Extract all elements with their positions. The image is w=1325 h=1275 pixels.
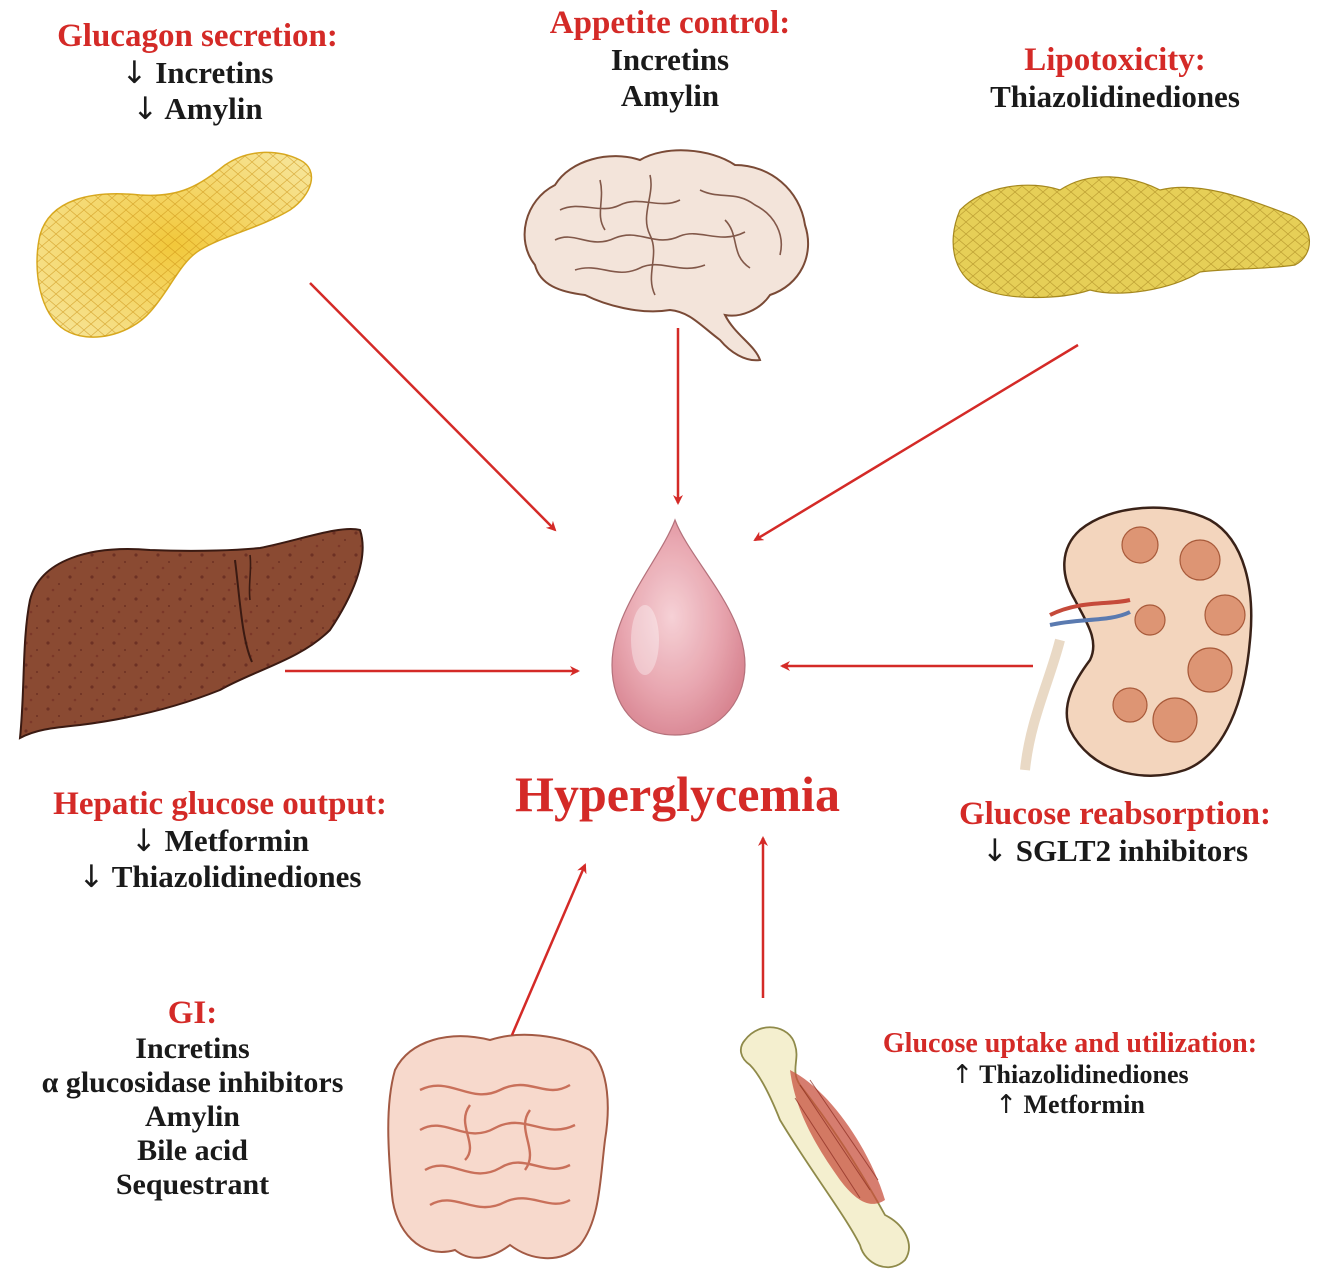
glucose-uptake-block: Glucose uptake and utilization: ↑ Thiazo… [830,1028,1310,1120]
up-arrow-icon: ↑ [995,1090,1017,1120]
reabsorption-item: ↓ SGLT2 inhibitors [915,833,1315,869]
liver-icon [20,529,363,738]
uptake-item: ↑ Thiazolidinediones [830,1060,1310,1090]
glucose-reabsorption-block: Glucose reabsorption: ↓ SGLT2 inhibitors [915,796,1315,869]
gi-item: Sequestrant [5,1168,380,1202]
pancreas-icon [37,152,311,337]
uptake-item: ↑ Metformin [830,1090,1310,1120]
lipotoxicity-title: Lipotoxicity: [955,42,1275,79]
hepatic-glucose-output-block: Hepatic glucose output: ↓ Metformin ↓ Th… [10,786,430,895]
appetite-control-title: Appetite control: [500,5,840,42]
down-arrow-icon: ↓ [982,833,1008,869]
down-arrow-icon: ↓ [132,91,158,127]
hepatic-glucose-output-title: Hepatic glucose output: [10,786,430,823]
uptake-item-label: Metformin [1024,1090,1145,1119]
adipose-tissue-icon [953,177,1309,298]
reabsorption-item-label: SGLT2 inhibitors [1016,833,1248,868]
glucagon-item-label: Incretins [155,55,273,90]
gi-item: Amylin [5,1100,380,1134]
glucose-uptake-title: Glucose uptake and utilization: [830,1028,1310,1060]
gi-item: Bile acid [5,1134,380,1168]
glucagon-item-label: Amylin [164,91,262,126]
arrow-adipose-to-hyperglycemia [755,345,1078,540]
appetite-control-block: Appetite control: Incretins Amylin [500,5,840,114]
appetite-item: Amylin [500,78,840,114]
arrow-intestine-to-hyperglycemia [512,865,585,1035]
hepatic-item: ↓ Thiazolidinediones [10,859,430,895]
intestine-icon [388,1035,608,1258]
hepatic-item-label: Metformin [165,823,310,858]
blood-drop-icon [612,520,745,735]
appetite-item: Incretins [500,42,840,78]
kidney-icon [1025,508,1251,776]
glucagon-secretion-block: Glucagon secretion: ↓ Incretins ↓ Amylin [20,18,375,127]
arrow-pancreas-to-hyperglycemia [310,283,555,530]
glucose-reabsorption-title: Glucose reabsorption: [915,796,1315,833]
brain-icon [525,150,808,360]
gi-title: GI: [5,995,380,1032]
glucagon-secretion-title: Glucagon secretion: [20,18,375,55]
glucagon-item: ↓ Amylin [20,91,375,127]
gi-item: α glucosidase inhibitors [5,1066,380,1100]
down-arrow-icon: ↓ [79,859,105,895]
down-arrow-icon: ↓ [131,823,157,859]
hepatic-item: ↓ Metformin [10,823,430,859]
lipotoxicity-block: Lipotoxicity: Thiazolidinediones [955,42,1275,115]
gi-item: Incretins [5,1032,380,1066]
hyperglycemia-label: Hyperglycemia [500,765,855,823]
hepatic-item-label: Thiazolidinediones [112,859,362,894]
lipotoxicity-item: Thiazolidinediones [955,79,1275,115]
glucagon-item: ↓ Incretins [20,55,375,91]
uptake-item-label: Thiazolidinediones [979,1060,1189,1089]
up-arrow-icon: ↑ [951,1060,973,1090]
down-arrow-icon: ↓ [122,55,148,91]
gi-block: GI: Incretins α glucosidase inhibitors A… [5,995,380,1202]
